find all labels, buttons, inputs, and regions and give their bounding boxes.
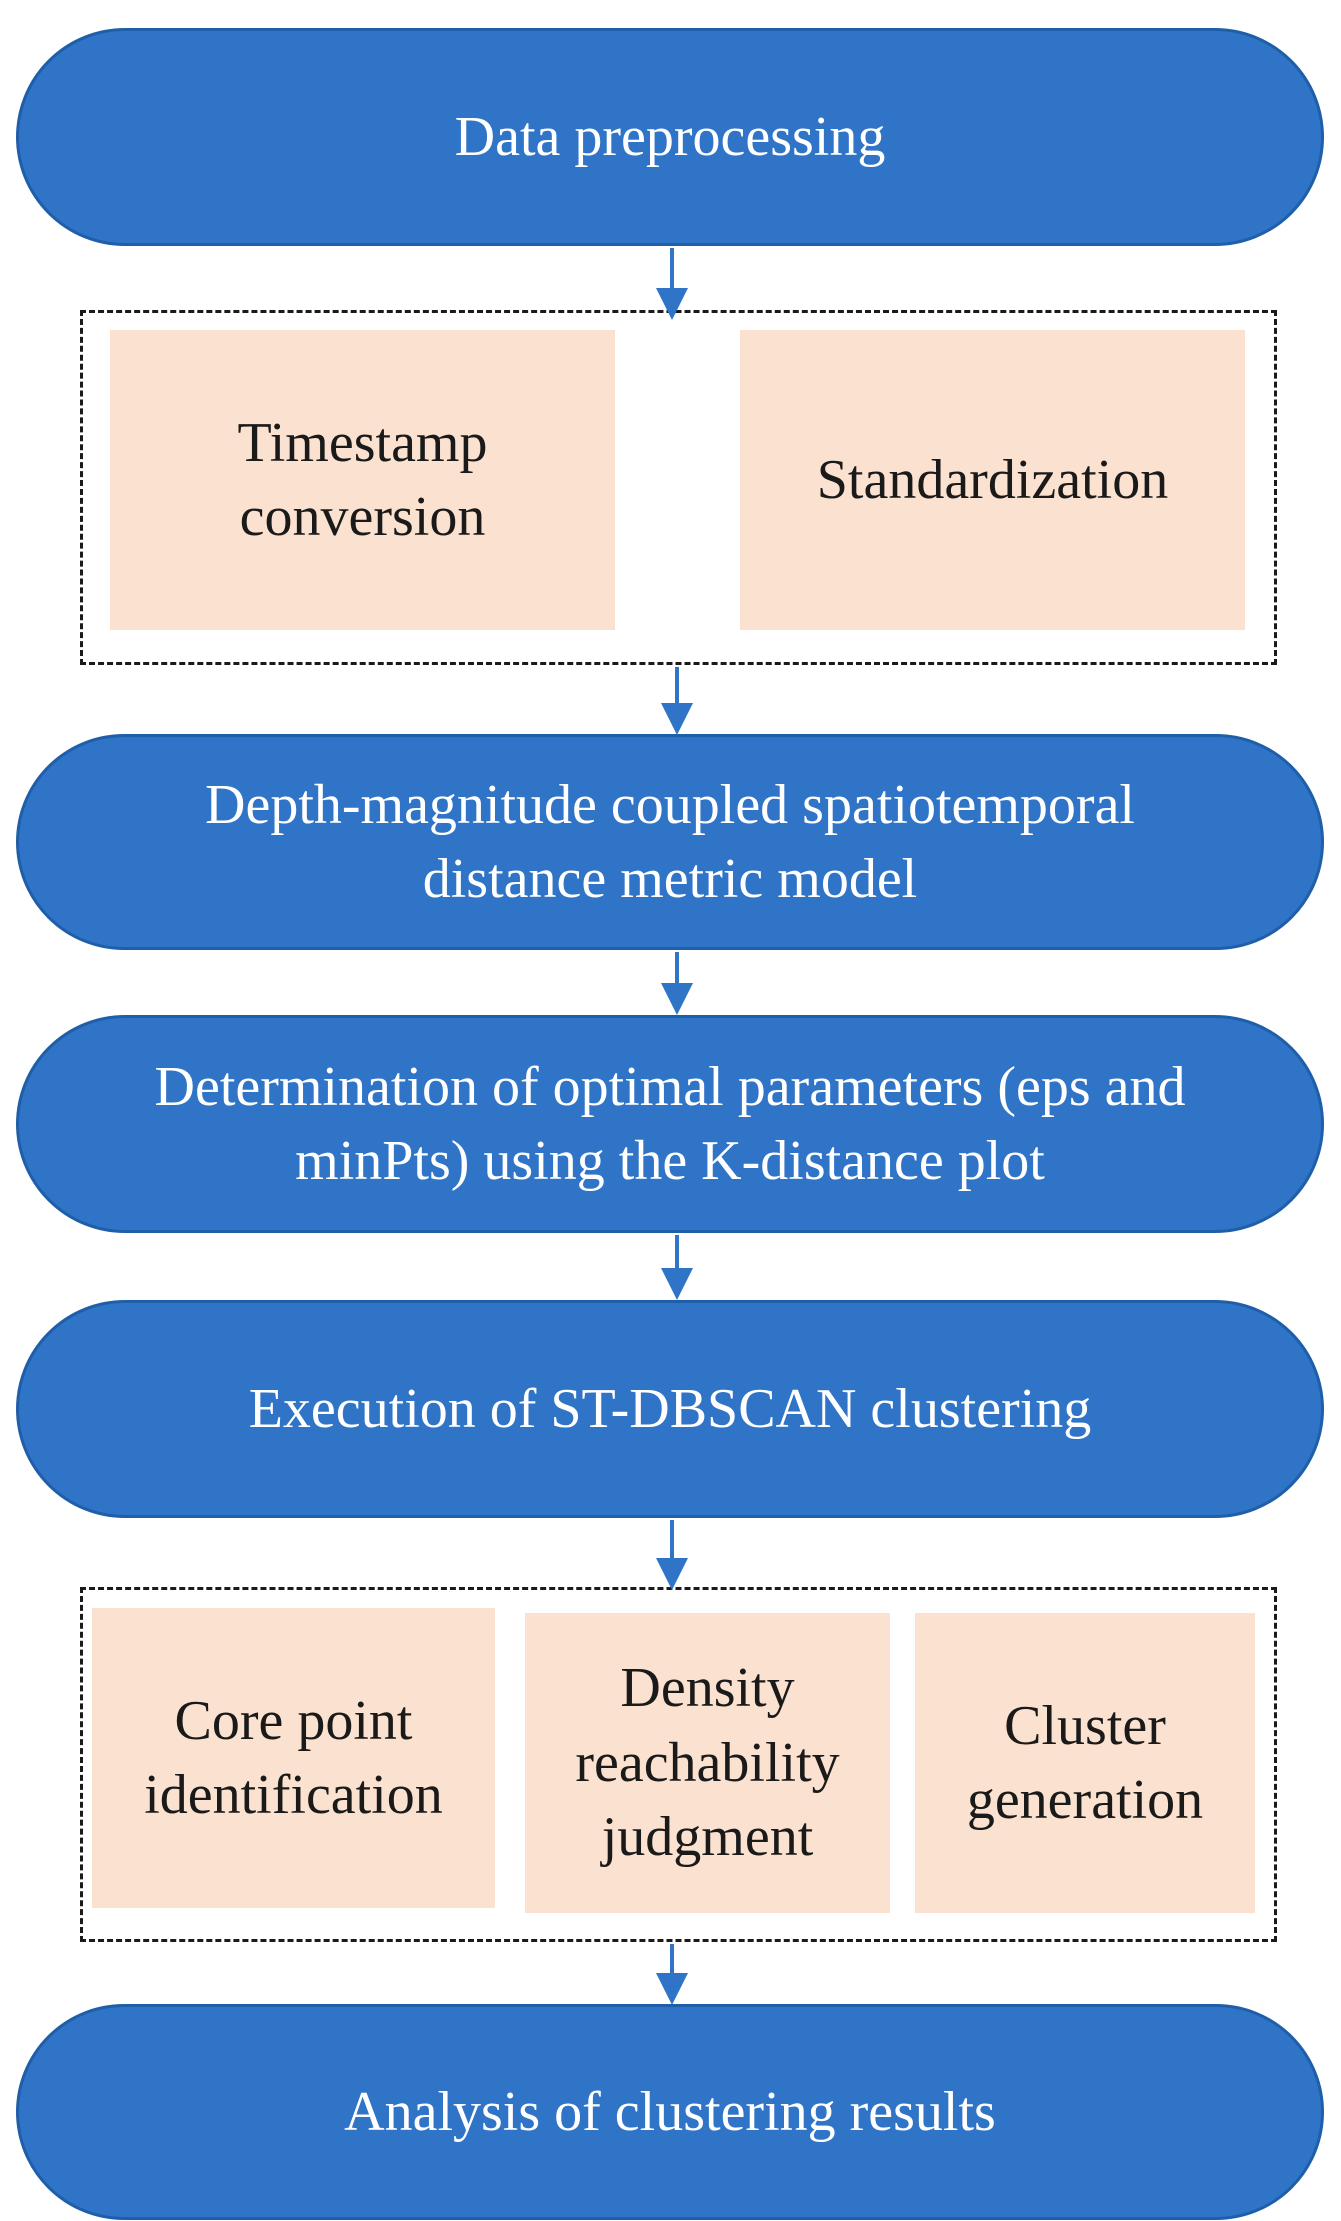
step-distance-metric-line2: distance metric model: [422, 848, 918, 910]
substep-standardization-label: Standardization: [816, 448, 1169, 511]
substep-cluster-generation: Cluster generation: [915, 1613, 1255, 1913]
substep-density-line1: Density: [620, 1657, 795, 1720]
arrow-2-icon: [661, 667, 693, 735]
substep-timestamp-line2: conversion: [239, 486, 486, 548]
step-parameter-line2: minPts) using the K-distance plot: [295, 1130, 1045, 1192]
step-parameter-line1: Determination of optimal parameters (eps…: [154, 1055, 1186, 1118]
step-parameter-determination: Determination of optimal parameters (eps…: [16, 1015, 1324, 1233]
step-st-dbscan-execution-label: Execution of ST-DBSCAN clustering: [248, 1377, 1092, 1440]
substep-standardization: Standardization: [740, 330, 1245, 630]
substep-cluster-line1: Cluster: [1004, 1694, 1166, 1757]
step-distance-metric-line1: Depth-magnitude coupled spatiotemporal: [205, 773, 1135, 836]
arrow-3-icon: [661, 952, 693, 1015]
substep-cluster-line2: generation: [966, 1769, 1204, 1831]
substep-density-line3: judgment: [601, 1806, 814, 1869]
substep-density-reachability: Density reachability judgment: [525, 1613, 890, 1913]
step-data-preprocessing-label: Data preprocessing: [454, 105, 886, 168]
substep-timestamp-conversion: Timestamp conversion: [110, 330, 615, 630]
step-distance-metric-model: Depth-magnitude coupled spatiotemporal d…: [16, 734, 1324, 950]
step-analysis-results-label: Analysis of clustering results: [344, 2080, 996, 2143]
step-st-dbscan-execution: Execution of ST-DBSCAN clustering: [16, 1300, 1324, 1518]
substep-core-line2: identification: [144, 1764, 443, 1826]
substep-core-point-identification: Core point identification: [92, 1608, 495, 1908]
step-data-preprocessing: Data preprocessing: [16, 28, 1324, 246]
arrow-4-icon: [661, 1235, 693, 1300]
arrow-6-icon: [656, 1944, 688, 2005]
substep-timestamp-line1: Timestamp: [237, 411, 488, 474]
substep-core-line1: Core point: [174, 1689, 413, 1752]
step-analysis-results: Analysis of clustering results: [16, 2004, 1324, 2220]
substep-density-line2: reachability: [575, 1731, 840, 1794]
arrow-5-icon: [656, 1520, 688, 1590]
